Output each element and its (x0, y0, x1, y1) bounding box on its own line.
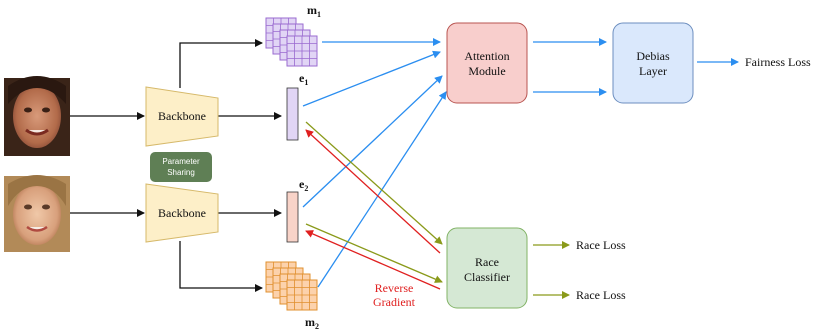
feature-map-m2 (265, 261, 318, 311)
label-e1: e1 (299, 71, 308, 87)
attention-module-line1: Attention (464, 49, 509, 63)
embedding-e1 (286, 87, 299, 141)
race-loss-label-1: Race Loss (576, 238, 626, 252)
arrow-backbone-to-m2 (179, 241, 263, 292)
arrow-backbone-to-m1 (179, 39, 263, 88)
arrow-e1-to-race-classifier (305, 121, 443, 245)
embedding-e2 (286, 191, 299, 243)
green-arrows (305, 121, 570, 299)
debias-layer-line1: Debias (636, 49, 670, 63)
face-image-top (4, 76, 70, 156)
attention-module-line2: Module (468, 64, 505, 78)
arrow-e1-to-attention (302, 50, 441, 107)
feature-map-m1 (265, 17, 318, 67)
arrow-reverse-gradient-e2 (305, 230, 441, 290)
face-image-bottom (4, 175, 70, 252)
arrow-e2-to-race-classifier (305, 223, 443, 283)
race-loss-label-2: Race Loss (576, 288, 626, 302)
backbone-top-label: Backbone (158, 109, 206, 123)
red-arrows (305, 129, 441, 290)
arrow-reverse-gradient-e1 (305, 129, 441, 254)
race-classifier: Race Classifier (446, 227, 528, 309)
reverse-gradient-line1: Reverse (375, 281, 414, 295)
label-e2: e2 (299, 177, 308, 193)
label-m2: m2 (305, 315, 319, 331)
parameter-sharing-line2: Sharing (167, 168, 195, 177)
attention-module: Attention Module (446, 22, 528, 104)
black-arrows (70, 39, 282, 292)
parameter-sharing-badge: Parameter Sharing (150, 152, 212, 182)
fairness-loss-label: Fairness Loss (745, 55, 811, 69)
reverse-gradient-line2: Gradient (373, 295, 416, 309)
label-m1: m1 (307, 3, 321, 19)
race-classifier-line2: Classifier (464, 270, 510, 284)
parameter-sharing-line1: Parameter (162, 157, 200, 166)
backbone-bottom-label: Backbone (158, 206, 206, 220)
arrow-e2-to-attention (302, 75, 443, 208)
backbone-bottom: Backbone (145, 183, 219, 243)
debias-layer-line2: Layer (639, 64, 667, 78)
debias-layer: Debias Layer (612, 22, 694, 104)
backbone-top: Backbone (145, 86, 219, 147)
race-classifier-line1: Race (475, 255, 499, 269)
